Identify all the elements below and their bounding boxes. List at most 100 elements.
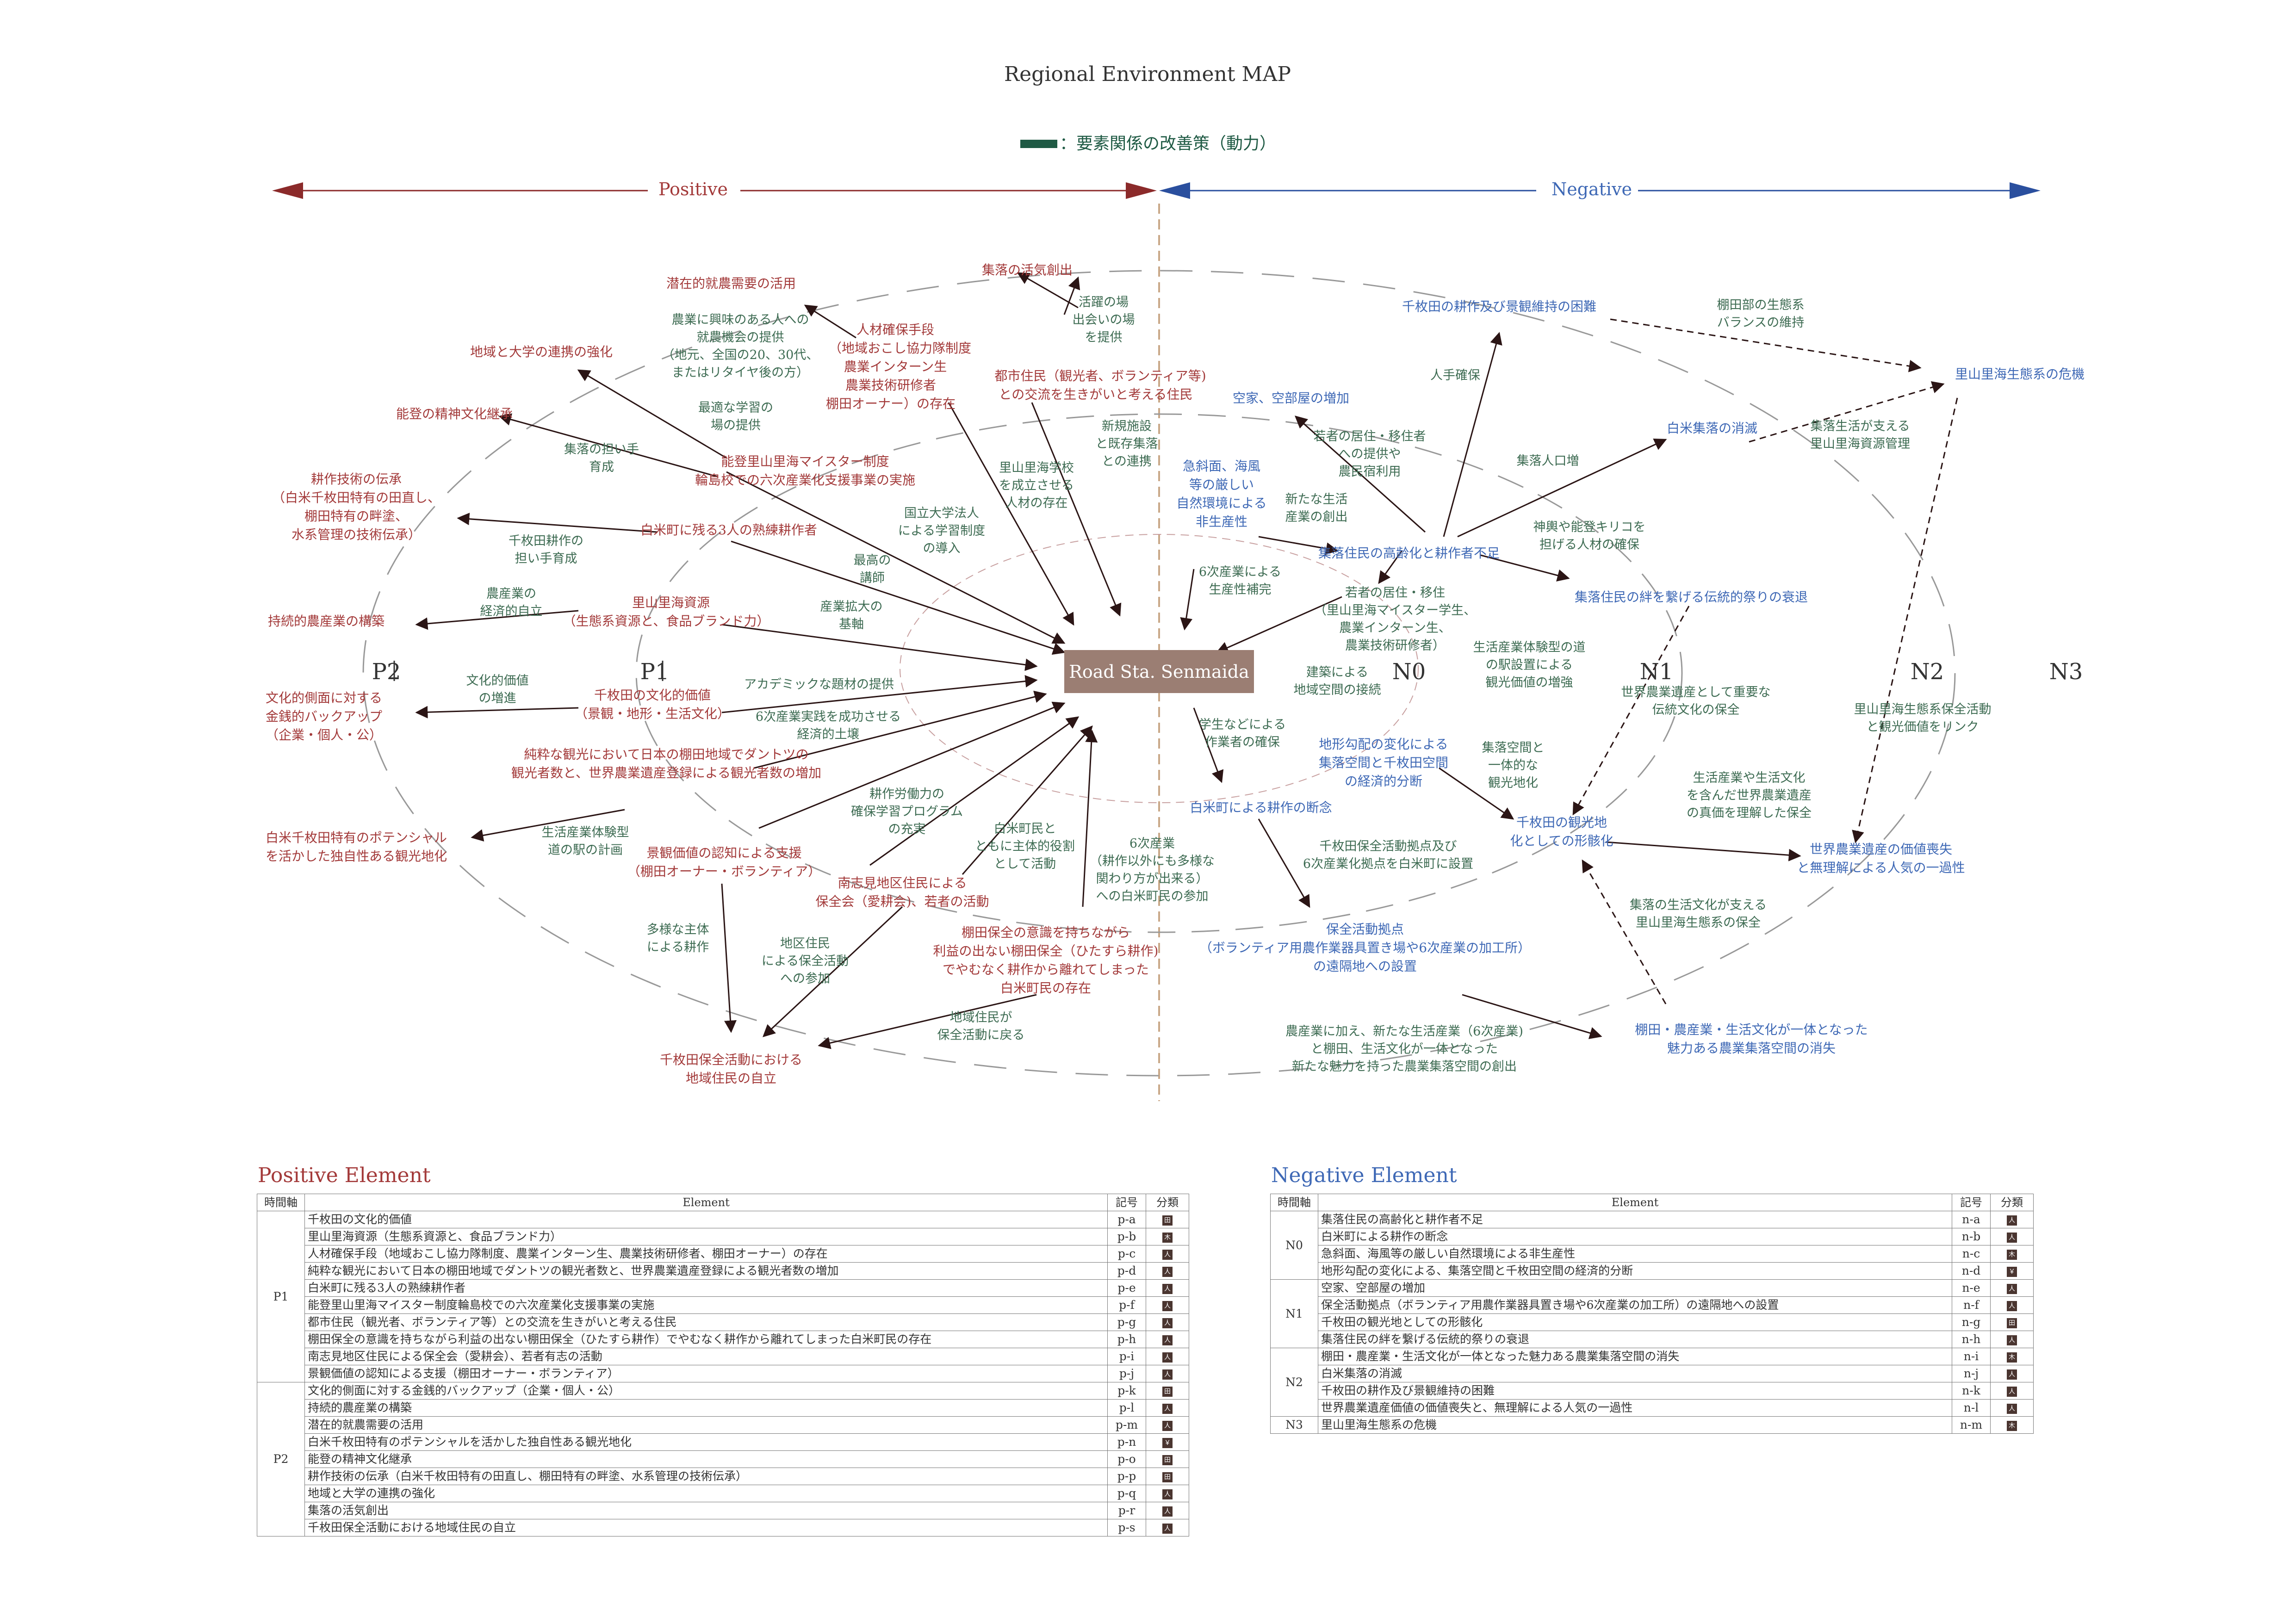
node-label: 新たな魅力を持った農業集落空間の創出 [1292, 1059, 1517, 1074]
code-cell: n-d [1952, 1262, 1991, 1280]
node-label: 集落住民の絆を繋げる伝統的祭りの衰退 [1575, 589, 1808, 605]
code-cell: p-r [1107, 1502, 1146, 1519]
node-label: 新たな生活 [1285, 492, 1348, 507]
node-label: （棚田オーナー・ボランティア） [627, 864, 821, 879]
category-icon: 人 [1162, 1352, 1173, 1363]
category-icon: 人 [1162, 1523, 1173, 1534]
category-cell: 木 [1990, 1245, 2034, 1263]
node-label: （白米千枚田特有の田直し、 [272, 490, 441, 505]
node-label: 里山里海資源 [632, 595, 710, 610]
category-icon: 人 [1162, 1318, 1173, 1328]
node-label: （地元、全国の20、30代、 [662, 348, 819, 362]
category-icon: 人 [1162, 1301, 1173, 1311]
node-label: 持続的農産業の構築 [268, 613, 385, 629]
node-label: 地域住民の自立 [686, 1071, 776, 1086]
middle-ellipse [635, 413, 1683, 933]
node-label: 就農機会の提供 [697, 330, 784, 345]
node-label: （地域おこし協力隊制度 [829, 341, 971, 356]
category-icon: 田 [2007, 1318, 2017, 1328]
category-cell: 人 [1990, 1331, 2034, 1348]
element-cell: 千枚田保全活動における地域住民の自立 [304, 1519, 1108, 1536]
node-label: 生活産業体験型 [542, 825, 629, 840]
node-label: 産業拡大の [820, 600, 883, 614]
zone-p2: P2 [372, 659, 401, 685]
code-cell: n-i [1952, 1348, 1991, 1365]
category-cell: 人 [1146, 1416, 1189, 1434]
node-label: 神輿や能登キリコを [1533, 520, 1646, 534]
node-label: 保全活動拠点 [1326, 922, 1404, 937]
node-label: 自然環境による [1176, 496, 1266, 511]
element-cell: 集落住民の絆を繋げる伝統的祭りの衰退 [1318, 1331, 1952, 1348]
header-axis: 時間軸 [1270, 1194, 1318, 1211]
zone-n0: N0 [1392, 659, 1426, 685]
zone-n1: N1 [1640, 659, 1674, 685]
node-label: の遠隔地への設置 [1313, 959, 1417, 974]
element-cell: 白米町に残る3人の熟練耕作者 [304, 1279, 1108, 1297]
category-icon: 田 [1162, 1386, 1173, 1397]
node-label: 南志見地区住民による [838, 875, 967, 891]
node-label: 能登里山里海マイスター制度 [721, 454, 889, 469]
category-icon: 人 [2007, 1301, 2017, 1311]
node-label: 生活産業や生活文化 [1693, 771, 1806, 785]
element-cell: 文化的側面に対する金銭的バックアップ（企業・個人・公） [304, 1382, 1108, 1400]
header-category: 分類 [1146, 1194, 1189, 1211]
node-label: 世界農業遺産として重要な [1621, 685, 1770, 700]
node-label: 白米集落の消滅 [1667, 421, 1757, 436]
code-cell: p-i [1107, 1348, 1146, 1365]
category-icon: 木 [2007, 1420, 2017, 1431]
node-label: でやむなく耕作から離れてしまった [943, 962, 1149, 977]
node-label: 白米町による耕作の断念 [1190, 800, 1332, 815]
element-cell: 棚田保全の意識を持ちながら利益の出ない棚田保全（ひたすら耕作）でやむなく耕作から… [304, 1331, 1108, 1348]
node-label: 学生などによる [1199, 718, 1286, 732]
legend-label: ：要素関係の改善策（動力） [1060, 134, 1276, 153]
category-cell: 人 [1146, 1348, 1189, 1365]
category-icon: 人 [2007, 1232, 2017, 1243]
category-cell: 木 [1990, 1348, 2034, 1365]
category-cell: 人 [1146, 1331, 1189, 1348]
category-cell: 人 [1990, 1365, 2034, 1382]
header-code: 記号 [1952, 1194, 1991, 1211]
node-label: 場の提供 [711, 418, 761, 433]
code-cell: n-l [1952, 1399, 1991, 1417]
element-cell: 人材確保手段（地域おこし協力隊制度、農業インターン生、農業技術研修者、棚田オーナ… [304, 1245, 1108, 1263]
node-label: 都市住民（観光者、ボランティア等) [994, 368, 1206, 384]
code-cell: p-a [1107, 1211, 1146, 1228]
node-label: として活動 [994, 857, 1056, 871]
category-cell: 田 [1990, 1313, 2034, 1331]
table-row: 保全活動拠点（ボランティア用農作業器具置き場や6次産業の加工所）の遠隔地への設置… [1271, 1296, 2034, 1314]
dashed-arrows [1572, 318, 1958, 1004]
time-axis-cell: P1 [257, 1211, 305, 1382]
category-icon: 人 [1162, 1369, 1173, 1380]
node-label: 道の駅の計画 [548, 843, 623, 857]
code-cell: p-l [1107, 1399, 1146, 1417]
category-cell: 人 [1146, 1245, 1189, 1263]
node-label: 里山里海資源管理 [1810, 437, 1910, 451]
node-label: 観光価値の増強 [1486, 675, 1573, 690]
category-cell: ￥ [1146, 1433, 1189, 1451]
node-label: と観光価値をリンク [1867, 720, 1979, 734]
node-label: と無理解による人気の一過性 [1797, 860, 1965, 875]
node-label: 文化的価値 [466, 674, 529, 688]
code-cell: n-f [1952, 1296, 1991, 1314]
node-label: 文化的側面に対する [266, 690, 382, 706]
header-category: 分類 [1990, 1194, 2034, 1211]
node-label: 利益の出ない棚田保全（ひたすら耕作) [933, 943, 1159, 959]
node-label: 輪島校での六次産業化支援事業の実施 [695, 472, 915, 488]
node-label: 確保学習プログラム [851, 805, 963, 819]
node-label: 千枚田耕作の [509, 534, 583, 548]
node-label: 産業の創出 [1285, 510, 1348, 524]
category-icon: 木 [1162, 1232, 1173, 1243]
node-label: 人手確保 [1430, 368, 1480, 383]
